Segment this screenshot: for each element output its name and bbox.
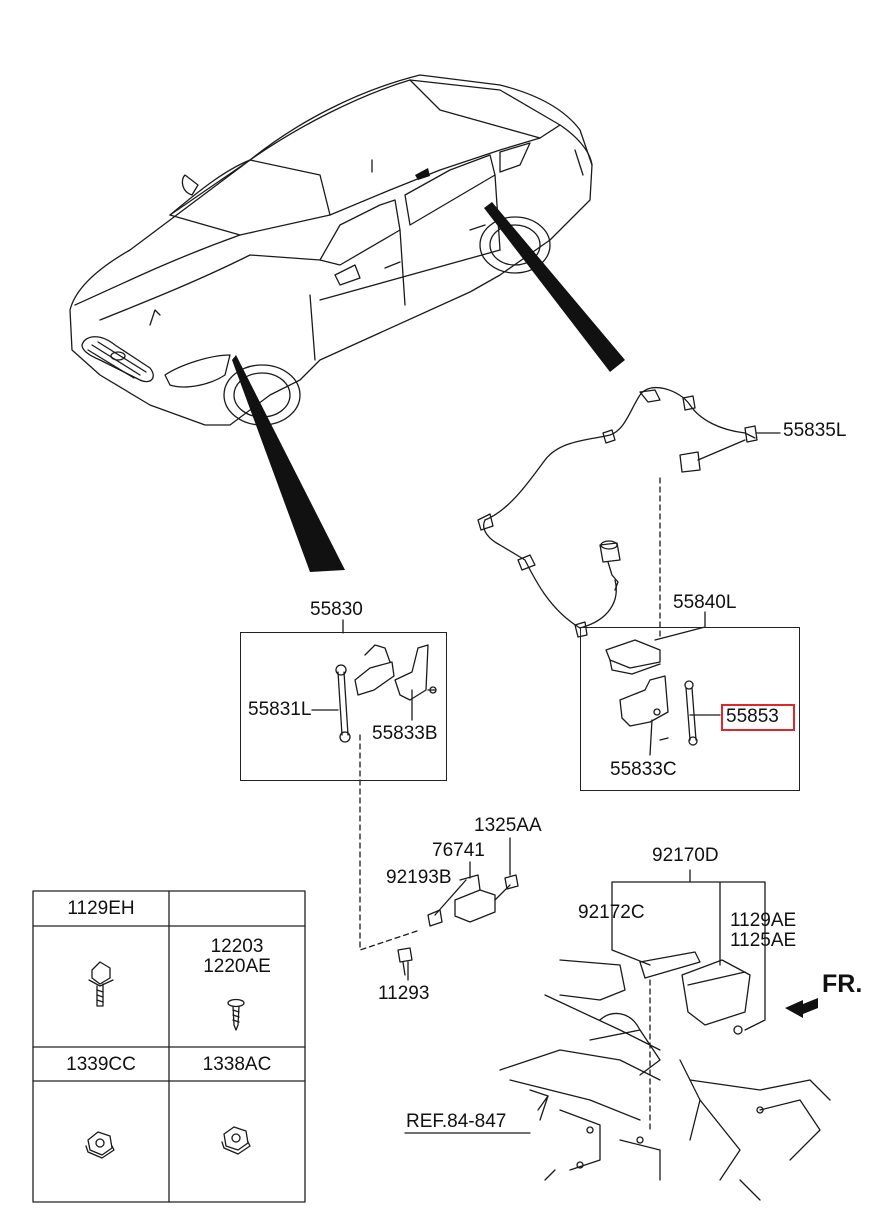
label-92172C[interactable]: 92172C bbox=[578, 902, 645, 923]
label-ref-84-847[interactable]: REF.84-847 bbox=[406, 1111, 507, 1132]
legend-header-1338AC: 1338AC bbox=[202, 1054, 272, 1075]
front-arrow-icon bbox=[785, 998, 818, 1018]
module-92170D bbox=[639, 951, 751, 1035]
legend-12203: 12203 bbox=[210, 936, 264, 957]
box-55830 bbox=[240, 632, 447, 781]
fastener-legend-table bbox=[32, 890, 306, 1203]
label-1129AE[interactable]: 1129AE bbox=[730, 910, 797, 931]
label-55833B[interactable]: 55833B bbox=[372, 723, 438, 744]
car-illustration bbox=[69, 74, 593, 426]
front-pointer-band bbox=[232, 355, 345, 572]
screw-icon bbox=[227, 998, 245, 1031]
label-1325AA[interactable]: 1325AA bbox=[474, 815, 542, 836]
sensor-55830-parts bbox=[335, 644, 437, 743]
legend-header-1339CC: 1339CC bbox=[66, 1054, 136, 1075]
flange-nut-icon bbox=[85, 1131, 115, 1159]
label-92170D[interactable]: 92170D bbox=[652, 845, 719, 866]
nut-icon bbox=[221, 1126, 251, 1155]
label-55830[interactable]: 55830 bbox=[310, 599, 363, 620]
label-55831L[interactable]: 55831L bbox=[248, 699, 312, 720]
legend-1220AE: 1220AE bbox=[203, 956, 271, 977]
label-55833C[interactable]: 55833C bbox=[610, 759, 677, 780]
rear-pointer-band bbox=[484, 202, 625, 372]
label-92193B[interactable]: 92193B bbox=[386, 867, 452, 888]
bracket-76741 bbox=[397, 874, 519, 976]
label-55840L[interactable]: 55840L bbox=[673, 592, 737, 613]
box-55840L bbox=[580, 627, 800, 791]
legend-header-1129EH: 1129EH bbox=[67, 898, 135, 919]
wiring-harness bbox=[477, 386, 758, 638]
bolt-flange-icon bbox=[88, 961, 114, 1007]
label-76741[interactable]: 76741 bbox=[432, 840, 485, 861]
label-55853[interactable]: 55853 bbox=[726, 706, 779, 727]
label-55835L[interactable]: 55835L bbox=[783, 420, 847, 441]
label-1125AE[interactable]: 1125AE bbox=[730, 930, 797, 951]
label-11293[interactable]: 11293 bbox=[378, 983, 430, 1004]
highlight-55853 bbox=[721, 704, 795, 731]
body-structure bbox=[499, 959, 831, 1201]
front-direction-label: FR. bbox=[822, 970, 863, 998]
sensor-55840L-parts bbox=[605, 639, 698, 746]
